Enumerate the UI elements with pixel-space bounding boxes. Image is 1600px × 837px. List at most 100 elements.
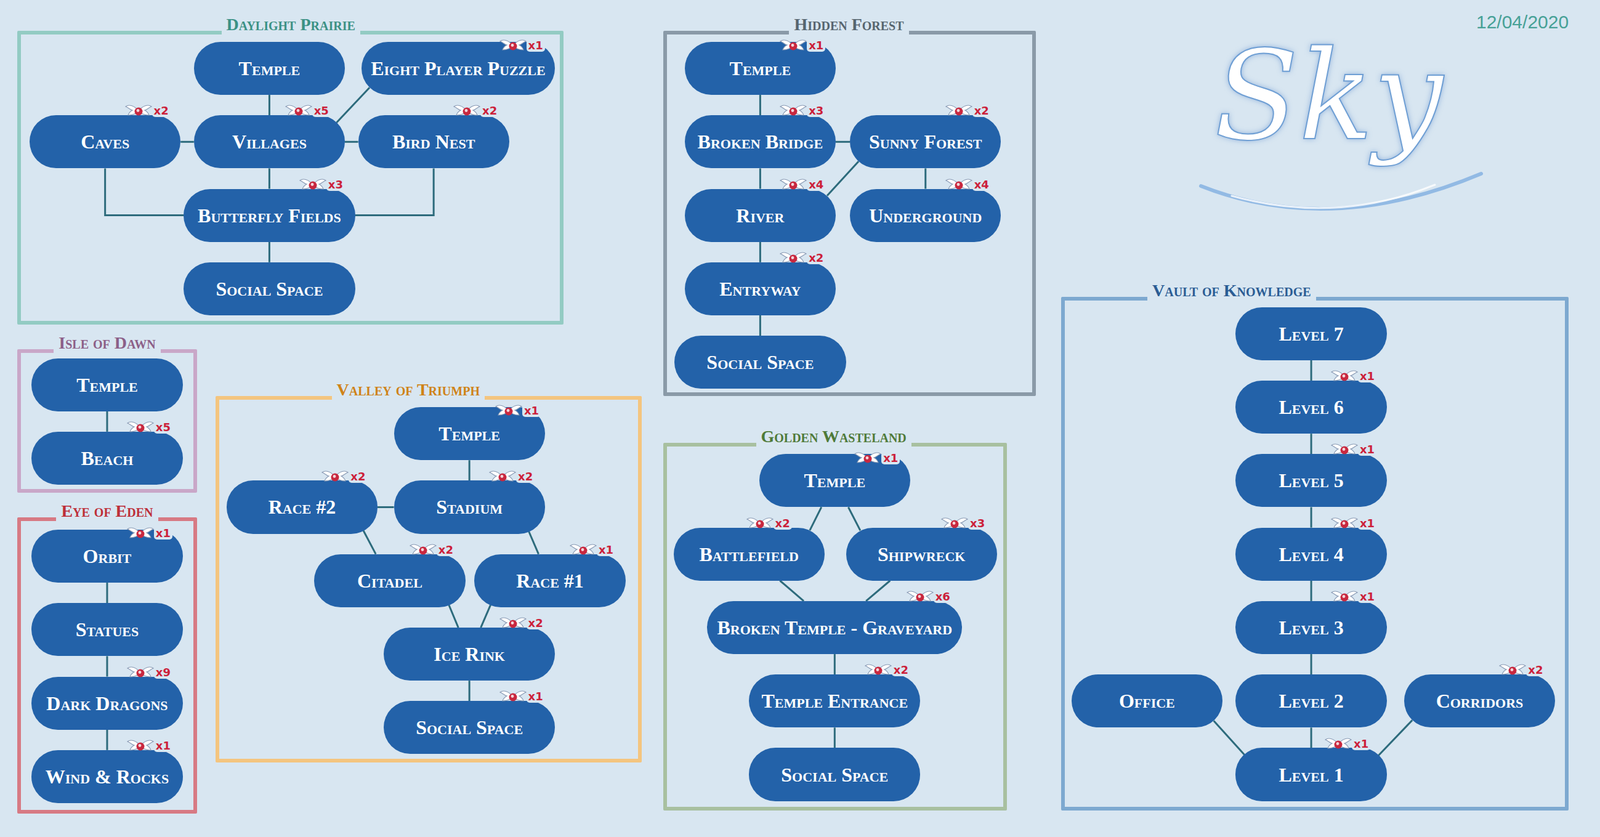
area-name: Dark Dragons (46, 691, 168, 716)
winged-light-icon (495, 402, 523, 419)
winged-light-count: x1 (1330, 588, 1377, 606)
winged-light-count: x2 (409, 541, 456, 558)
area-pill: Wind & Rocks (31, 750, 183, 804)
realm-title: Isle of Dawn (53, 332, 161, 354)
count-number: x1 (1357, 517, 1377, 530)
count-number: x5 (312, 104, 331, 118)
winged-light-count: x2 (499, 615, 546, 632)
winged-light-icon (1330, 441, 1358, 458)
connector-line (848, 506, 860, 531)
area-name: Ice Rink (433, 642, 506, 666)
winged-light-count: x1 (499, 688, 546, 706)
area-name: Underground (868, 203, 982, 228)
connector-line (1310, 506, 1313, 528)
area-name: Stadium (436, 495, 503, 519)
light-orb (789, 181, 798, 190)
light-orb (1340, 446, 1349, 455)
winged-light-count: x1 (1330, 368, 1377, 385)
connector-line (833, 727, 836, 748)
connector-line (827, 161, 859, 196)
realm-title: Eye of Eden (56, 500, 158, 522)
count-number: x2 (480, 104, 499, 118)
winged-light-count: x1 (499, 37, 546, 55)
connector-line (1310, 727, 1313, 748)
connector-line (468, 680, 471, 701)
winged-light-icon (499, 615, 527, 632)
winged-light-count: x1 (569, 541, 616, 558)
count-number: x1 (153, 527, 173, 540)
connector-line (468, 460, 471, 481)
light-glint (1342, 594, 1346, 598)
light-glint (1510, 668, 1514, 672)
area-name: River (735, 203, 784, 228)
count-number: x1 (522, 404, 541, 417)
light-glint (791, 43, 795, 47)
winged-light-icon (1330, 588, 1358, 605)
area-pill: Butterfly Fields (183, 189, 355, 243)
area-name: Battlefield (698, 542, 799, 566)
light-orb (308, 181, 317, 190)
area-name: Level 3 (1278, 615, 1344, 640)
area-name: Level 1 (1278, 763, 1344, 787)
winged-light-icon (299, 176, 327, 193)
area-name: Corridors (1436, 689, 1524, 713)
light-glint (296, 109, 300, 113)
light-orb (954, 107, 963, 116)
winged-light-icon (285, 102, 313, 119)
count-number: x1 (1357, 443, 1377, 456)
winged-light-count: x3 (299, 176, 345, 193)
winged-light-icon (941, 515, 969, 532)
light-orb (463, 107, 472, 116)
light-orb (789, 107, 798, 116)
area-name: Caves (80, 129, 130, 154)
area-pill: Level 2 (1235, 674, 1387, 728)
winged-light-count: x2 (1498, 662, 1545, 679)
winged-light-count: x1 (495, 402, 541, 420)
area-name: Beach (81, 446, 134, 470)
realm-title: Valley of Triumph (331, 379, 485, 401)
area-pill: Level 4 (1235, 527, 1387, 581)
winged-light-count: x2 (864, 662, 911, 679)
area-name: Villages (232, 129, 307, 154)
count-number: x2 (526, 617, 546, 630)
area-name: Eight Player Puzzle (370, 56, 546, 81)
area-name: Citadel (357, 569, 423, 593)
area-pill: Temple (193, 41, 345, 95)
light-glint (137, 531, 142, 535)
realm-title: Vault of Knowledge (1147, 280, 1317, 302)
connector-line (105, 411, 108, 432)
connector-line (105, 582, 108, 603)
area-name: Temple (238, 56, 301, 81)
connector-line (529, 531, 539, 555)
winged-light-count: x2 (125, 102, 171, 120)
connector-line (1213, 720, 1245, 755)
connector-line (268, 94, 271, 116)
winged-light-count: x2 (779, 249, 826, 267)
winged-light-icon (126, 737, 154, 754)
light-orb (1508, 666, 1517, 675)
count-number: x4 (972, 178, 991, 191)
winged-light-count: x1 (1324, 735, 1371, 752)
area-pill: Villages (193, 115, 345, 169)
light-glint (757, 521, 761, 525)
area-pill: Stadium (394, 480, 546, 534)
area-pill: Battlefield (673, 527, 825, 581)
realm-frame: Eye of EdenOrbitStatuesDark DragonsWind … (17, 517, 198, 813)
area-pill: Underground (849, 189, 1001, 243)
winged-light-icon (126, 664, 154, 681)
area-pill: Ice Rink (383, 627, 555, 681)
count-number: x1 (806, 39, 826, 52)
area-name: Temple (729, 56, 792, 81)
count-number: x1 (1357, 590, 1377, 603)
connector-line (268, 242, 271, 263)
area-pill: Caves (29, 115, 181, 169)
winged-light-icon (1330, 368, 1358, 385)
area-pill: Level 5 (1235, 453, 1387, 507)
light-glint (1336, 742, 1340, 746)
winged-light-count: x1 (126, 737, 173, 754)
light-glint (875, 668, 879, 672)
area-pill: Beach (31, 431, 183, 485)
realm-title: Golden Wasteland (756, 426, 912, 448)
connector-line (809, 506, 822, 531)
winged-light-icon (906, 588, 934, 605)
